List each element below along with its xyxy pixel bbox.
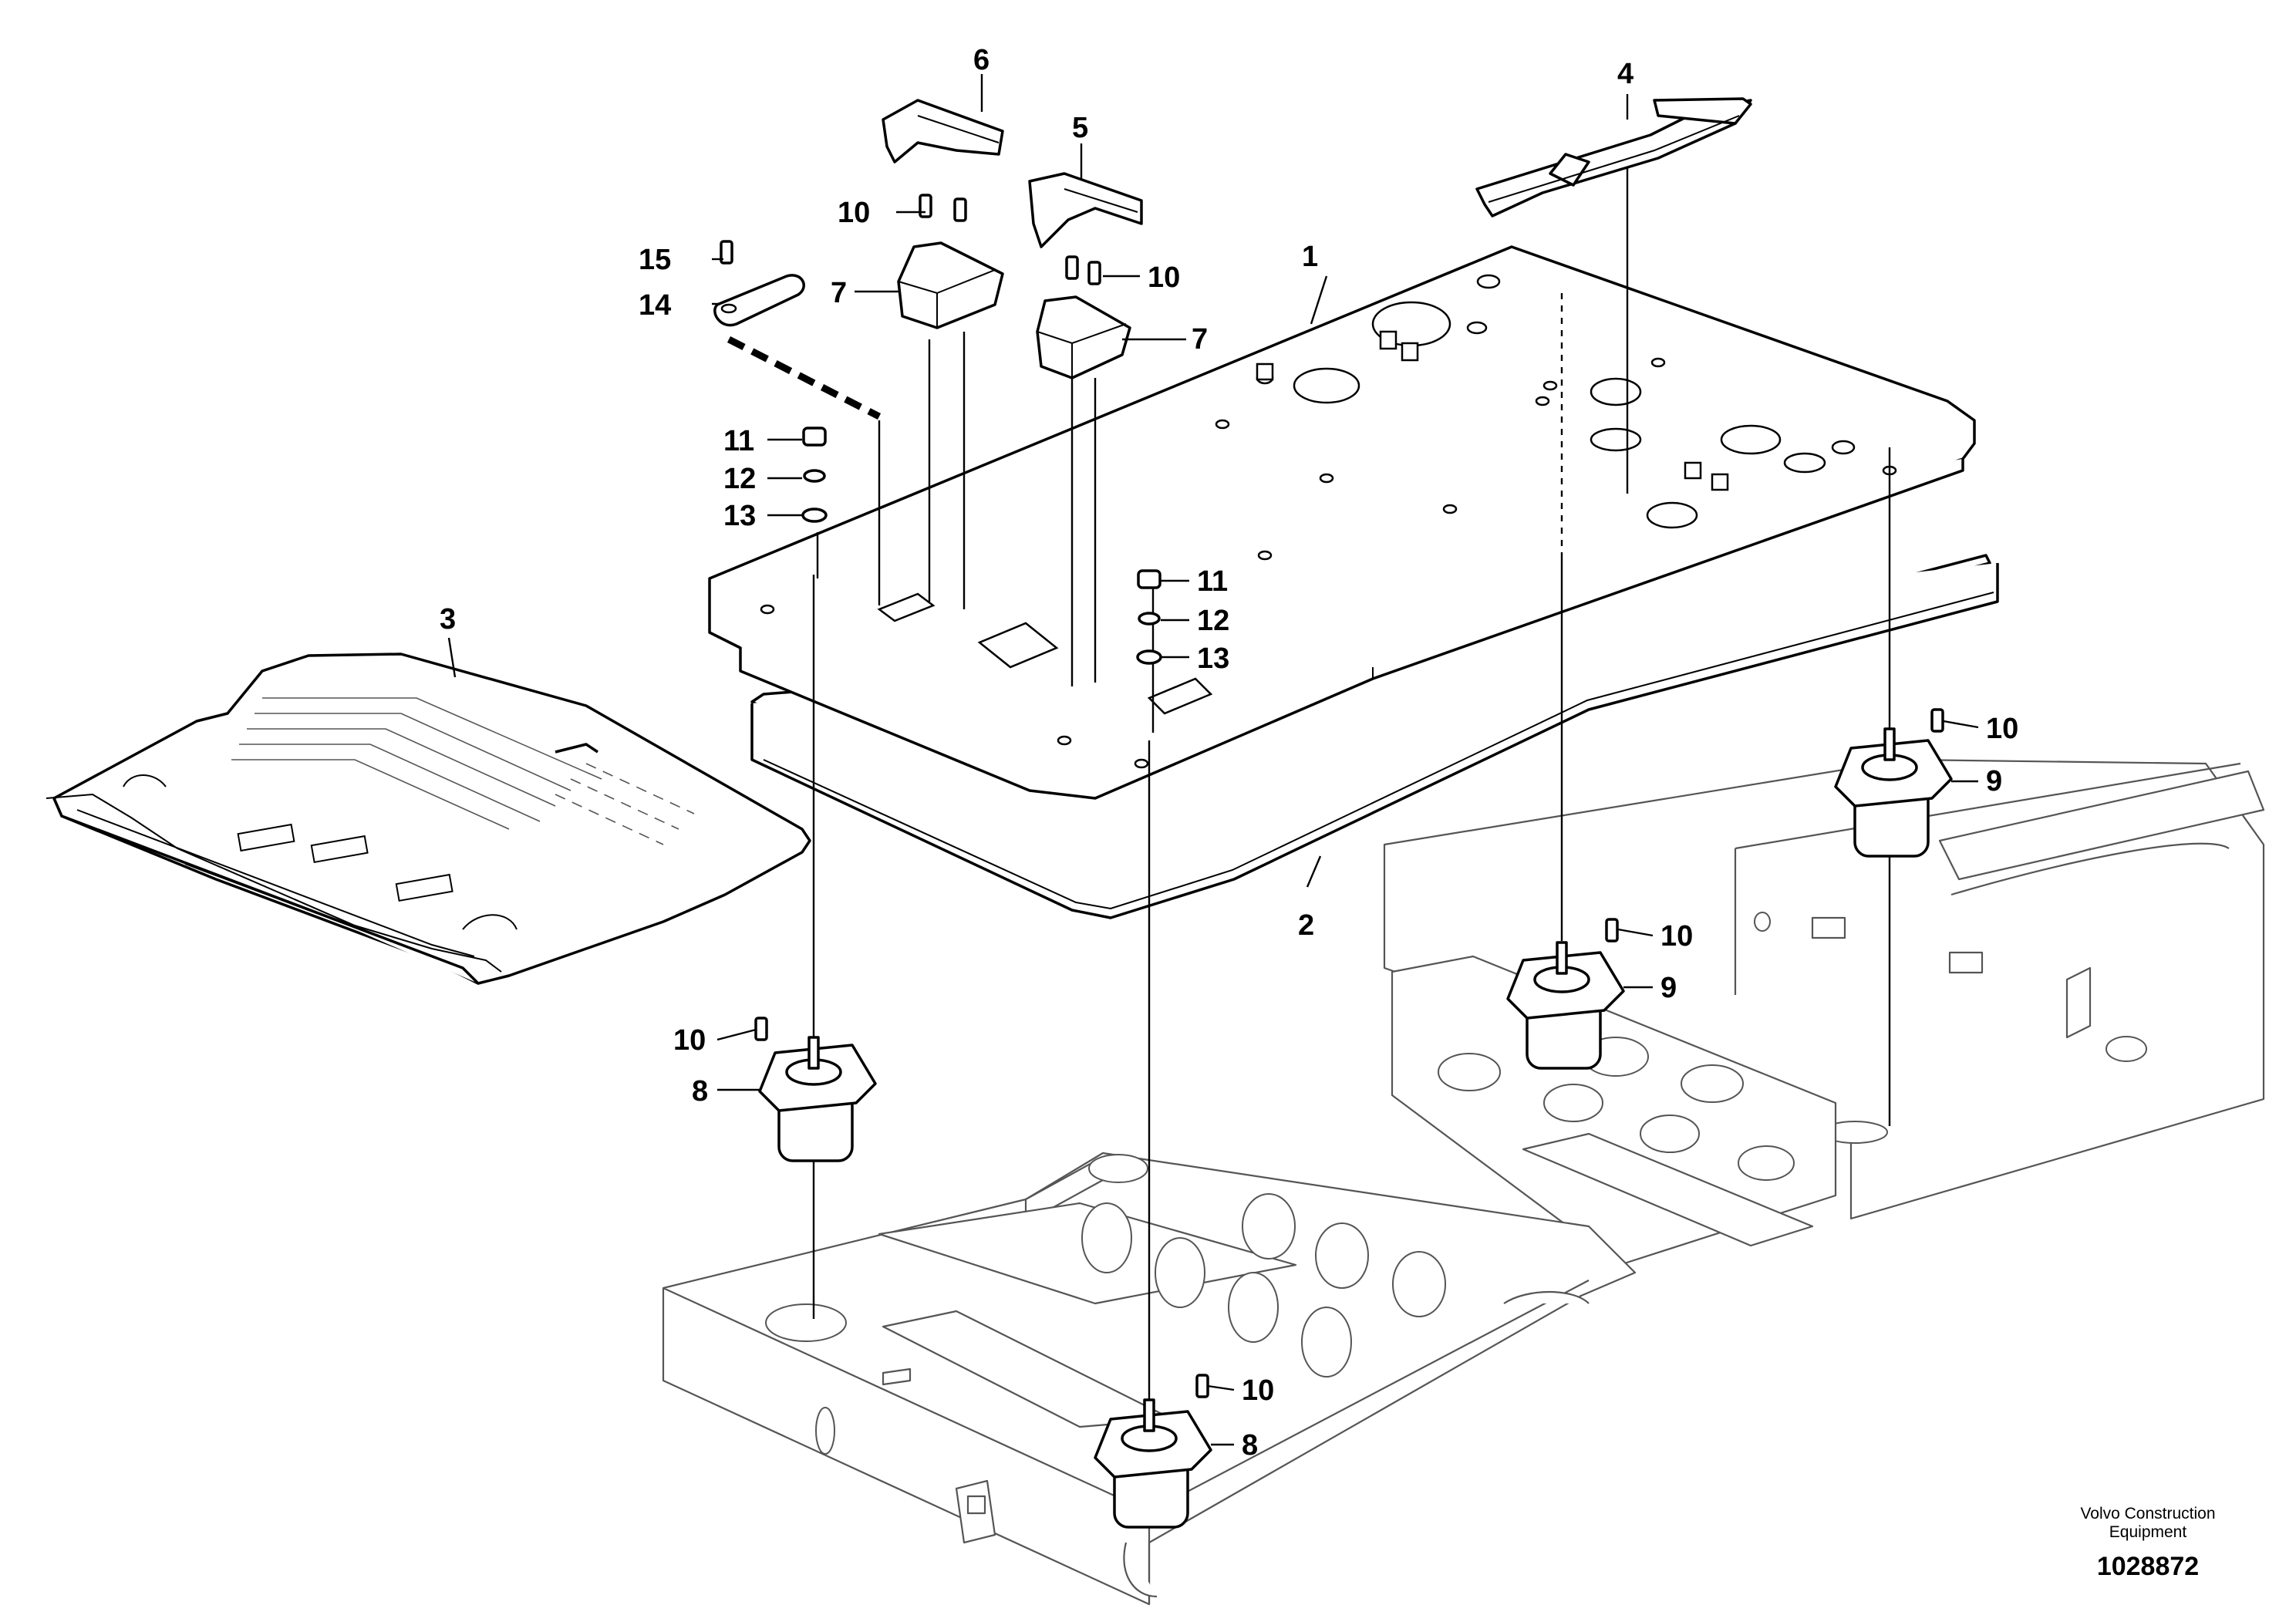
part-3-floor-cover bbox=[46, 653, 811, 985]
callout-11-left: 11 bbox=[723, 425, 754, 457]
callout-13-left: 13 bbox=[723, 500, 756, 532]
part-9-mount-mid bbox=[1506, 941, 1625, 1070]
callout-5: 5 bbox=[1072, 112, 1088, 144]
part-14-cover-plate bbox=[713, 274, 805, 327]
chassis-frame bbox=[662, 758, 2265, 1606]
callout-10-top-left: 10 bbox=[838, 197, 870, 229]
part-7-bracket-right bbox=[1036, 295, 1131, 379]
callout-9-right: 9 bbox=[1986, 765, 2002, 798]
callout-3: 3 bbox=[440, 603, 456, 636]
callout-12-left: 12 bbox=[723, 463, 756, 495]
callout-13-right: 13 bbox=[1197, 642, 1229, 675]
callout-2: 2 bbox=[1298, 909, 1314, 942]
part-8-mount-front bbox=[1094, 1398, 1212, 1529]
assembly-lines bbox=[727, 166, 1891, 1404]
callout-10-right: 10 bbox=[1986, 713, 2018, 745]
callout-leaders bbox=[447, 74, 1979, 1446]
callout-10-mid: 10 bbox=[1660, 920, 1693, 953]
callout-10-top-right: 10 bbox=[1148, 261, 1180, 294]
callout-6: 6 bbox=[973, 44, 990, 76]
callout-11-right: 11 bbox=[1197, 565, 1228, 598]
part-2-seal bbox=[750, 554, 1999, 919]
footer: Volvo Construction Equipment 1028872 bbox=[2080, 1505, 2215, 1581]
callout-14: 14 bbox=[639, 289, 671, 322]
part-8-mount-left bbox=[758, 1036, 877, 1162]
callout-7-left: 7 bbox=[831, 277, 847, 309]
callout-7-right: 7 bbox=[1192, 323, 1208, 356]
part-7-bracket-left bbox=[897, 241, 1004, 329]
fasteners-11-12-13 bbox=[801, 427, 1162, 665]
brand-line-1: Volvo Construction bbox=[2080, 1505, 2215, 1523]
drawing-number: 1028872 bbox=[2097, 1552, 2199, 1581]
callout-labels: 1 2 3 4 5 6 7 7 8 8 9 9 10 10 10 10 10 1… bbox=[440, 44, 2018, 1462]
callout-8-left: 8 bbox=[692, 1075, 708, 1108]
part-5-guard bbox=[1028, 172, 1143, 248]
part-6-guard bbox=[882, 99, 1004, 164]
callout-15: 15 bbox=[639, 244, 671, 276]
callout-4: 4 bbox=[1617, 58, 1633, 90]
callout-8-front: 8 bbox=[1242, 1429, 1258, 1462]
callout-1: 1 bbox=[1302, 241, 1318, 273]
callout-10-front: 10 bbox=[1242, 1374, 1274, 1407]
callout-9-mid: 9 bbox=[1660, 972, 1677, 1004]
callout-10-left: 10 bbox=[673, 1024, 706, 1057]
part-1-floor-plate bbox=[708, 245, 1976, 800]
part-4-handle bbox=[1475, 97, 1752, 218]
part-9-mount-right bbox=[1834, 727, 1953, 858]
brand-line-2: Equipment bbox=[2109, 1523, 2187, 1541]
callout-12-right: 12 bbox=[1197, 605, 1229, 637]
